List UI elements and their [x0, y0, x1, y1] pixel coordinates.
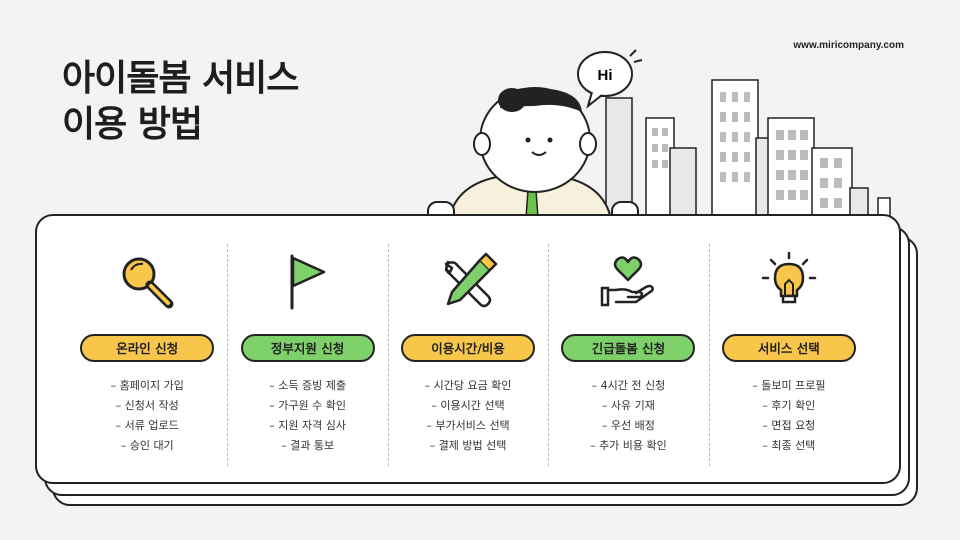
step-online-application: 온라인 신청 홈페이지 가입 신청서 작성 서류 업로드 승인 대기 — [67, 244, 227, 482]
page-title-line-2: 이용 방법 — [62, 104, 203, 145]
list-item: 이용시간 선택 — [425, 396, 512, 416]
list-item: 사유 기재 — [590, 396, 667, 416]
list-item: 돌보미 프로필 — [752, 376, 825, 396]
step-emergency-care: 긴급돌봄 신청 4시간 전 신청 사유 기재 우선 배정 추가 비용 확인 — [548, 244, 708, 482]
building-windows — [652, 92, 842, 208]
list-item: 면접 요청 — [752, 416, 825, 436]
page-title: 아이돌봄 서비스 이용 방법 — [62, 56, 299, 148]
step-items-list: 소득 증빙 제출 가구원 수 확인 지원 자격 심사 결과 통보 — [269, 376, 346, 456]
step-items-list: 시간당 요금 확인 이용시간 선택 부가서비스 선택 결제 방법 선택 — [425, 376, 512, 456]
list-item: 승인 대기 — [111, 436, 184, 456]
list-item: 최종 선택 — [752, 436, 825, 456]
character-city-illustration: Hi — [427, 49, 900, 240]
list-item: 4시간 전 신청 — [590, 376, 667, 396]
list-item: 홈페이지 가입 — [111, 376, 184, 396]
step-usage-time-cost: 이용시간/비용 시간당 요금 확인 이용시간 선택 부가서비스 선택 결제 방법… — [387, 244, 548, 482]
list-item: 추가 비용 확인 — [590, 436, 667, 456]
step-label-usage-time-cost[interactable]: 이용시간/비용 — [401, 334, 536, 362]
heart-hand-icon — [601, 256, 655, 307]
flag-icon — [290, 254, 325, 310]
steps-card: 온라인 신청 홈페이지 가입 신청서 작성 서류 업로드 승인 대기 정부지원 … — [35, 214, 901, 484]
page-title-line-1: 아이돌봄 서비스 — [62, 58, 299, 99]
list-item: 신청서 작성 — [111, 396, 184, 416]
list-item: 소득 증빙 제출 — [269, 376, 346, 396]
step-items-list: 4시간 전 신청 사유 기재 우선 배정 추가 비용 확인 — [590, 376, 667, 456]
list-item: 시간당 요금 확인 — [425, 376, 512, 396]
step-label-service-selection[interactable]: 서비스 선택 — [721, 334, 856, 362]
lightbulb-icon — [761, 251, 817, 304]
step-items-list: 홈페이지 가입 신청서 작성 서류 업로드 승인 대기 — [111, 376, 184, 456]
step-label-government-support[interactable]: 정부지원 신청 — [240, 334, 375, 362]
step-government-support: 정부지원 신청 소득 증빙 제출 가구원 수 확인 지원 자격 심사 결과 통보 — [227, 244, 387, 482]
list-item: 후기 확인 — [752, 396, 825, 416]
step-items-list: 돌보미 프로필 후기 확인 면접 요청 최종 선택 — [752, 376, 825, 456]
speech-bubble-text: Hi — [598, 67, 613, 84]
list-item: 결제 방법 선택 — [425, 436, 512, 456]
step-label-online-application[interactable]: 온라인 신청 — [80, 334, 215, 362]
magnifier-icon — [122, 257, 174, 309]
list-item: 우선 배정 — [590, 416, 667, 436]
website-url[interactable]: www.miricompany.com — [793, 40, 904, 51]
list-item: 가구원 수 확인 — [269, 396, 346, 416]
step-label-emergency-care[interactable]: 긴급돌봄 신청 — [561, 334, 696, 362]
list-item: 결과 통보 — [269, 436, 346, 456]
list-item: 서류 업로드 — [111, 416, 184, 436]
list-item: 지원 자격 심사 — [269, 416, 346, 436]
speech-bubble: Hi — [577, 49, 643, 109]
list-item: 부가서비스 선택 — [425, 416, 512, 436]
tools-icon — [444, 252, 498, 308]
step-service-selection: 서비스 선택 돌보미 프로필 후기 확인 면접 요청 최종 선택 — [708, 244, 869, 482]
